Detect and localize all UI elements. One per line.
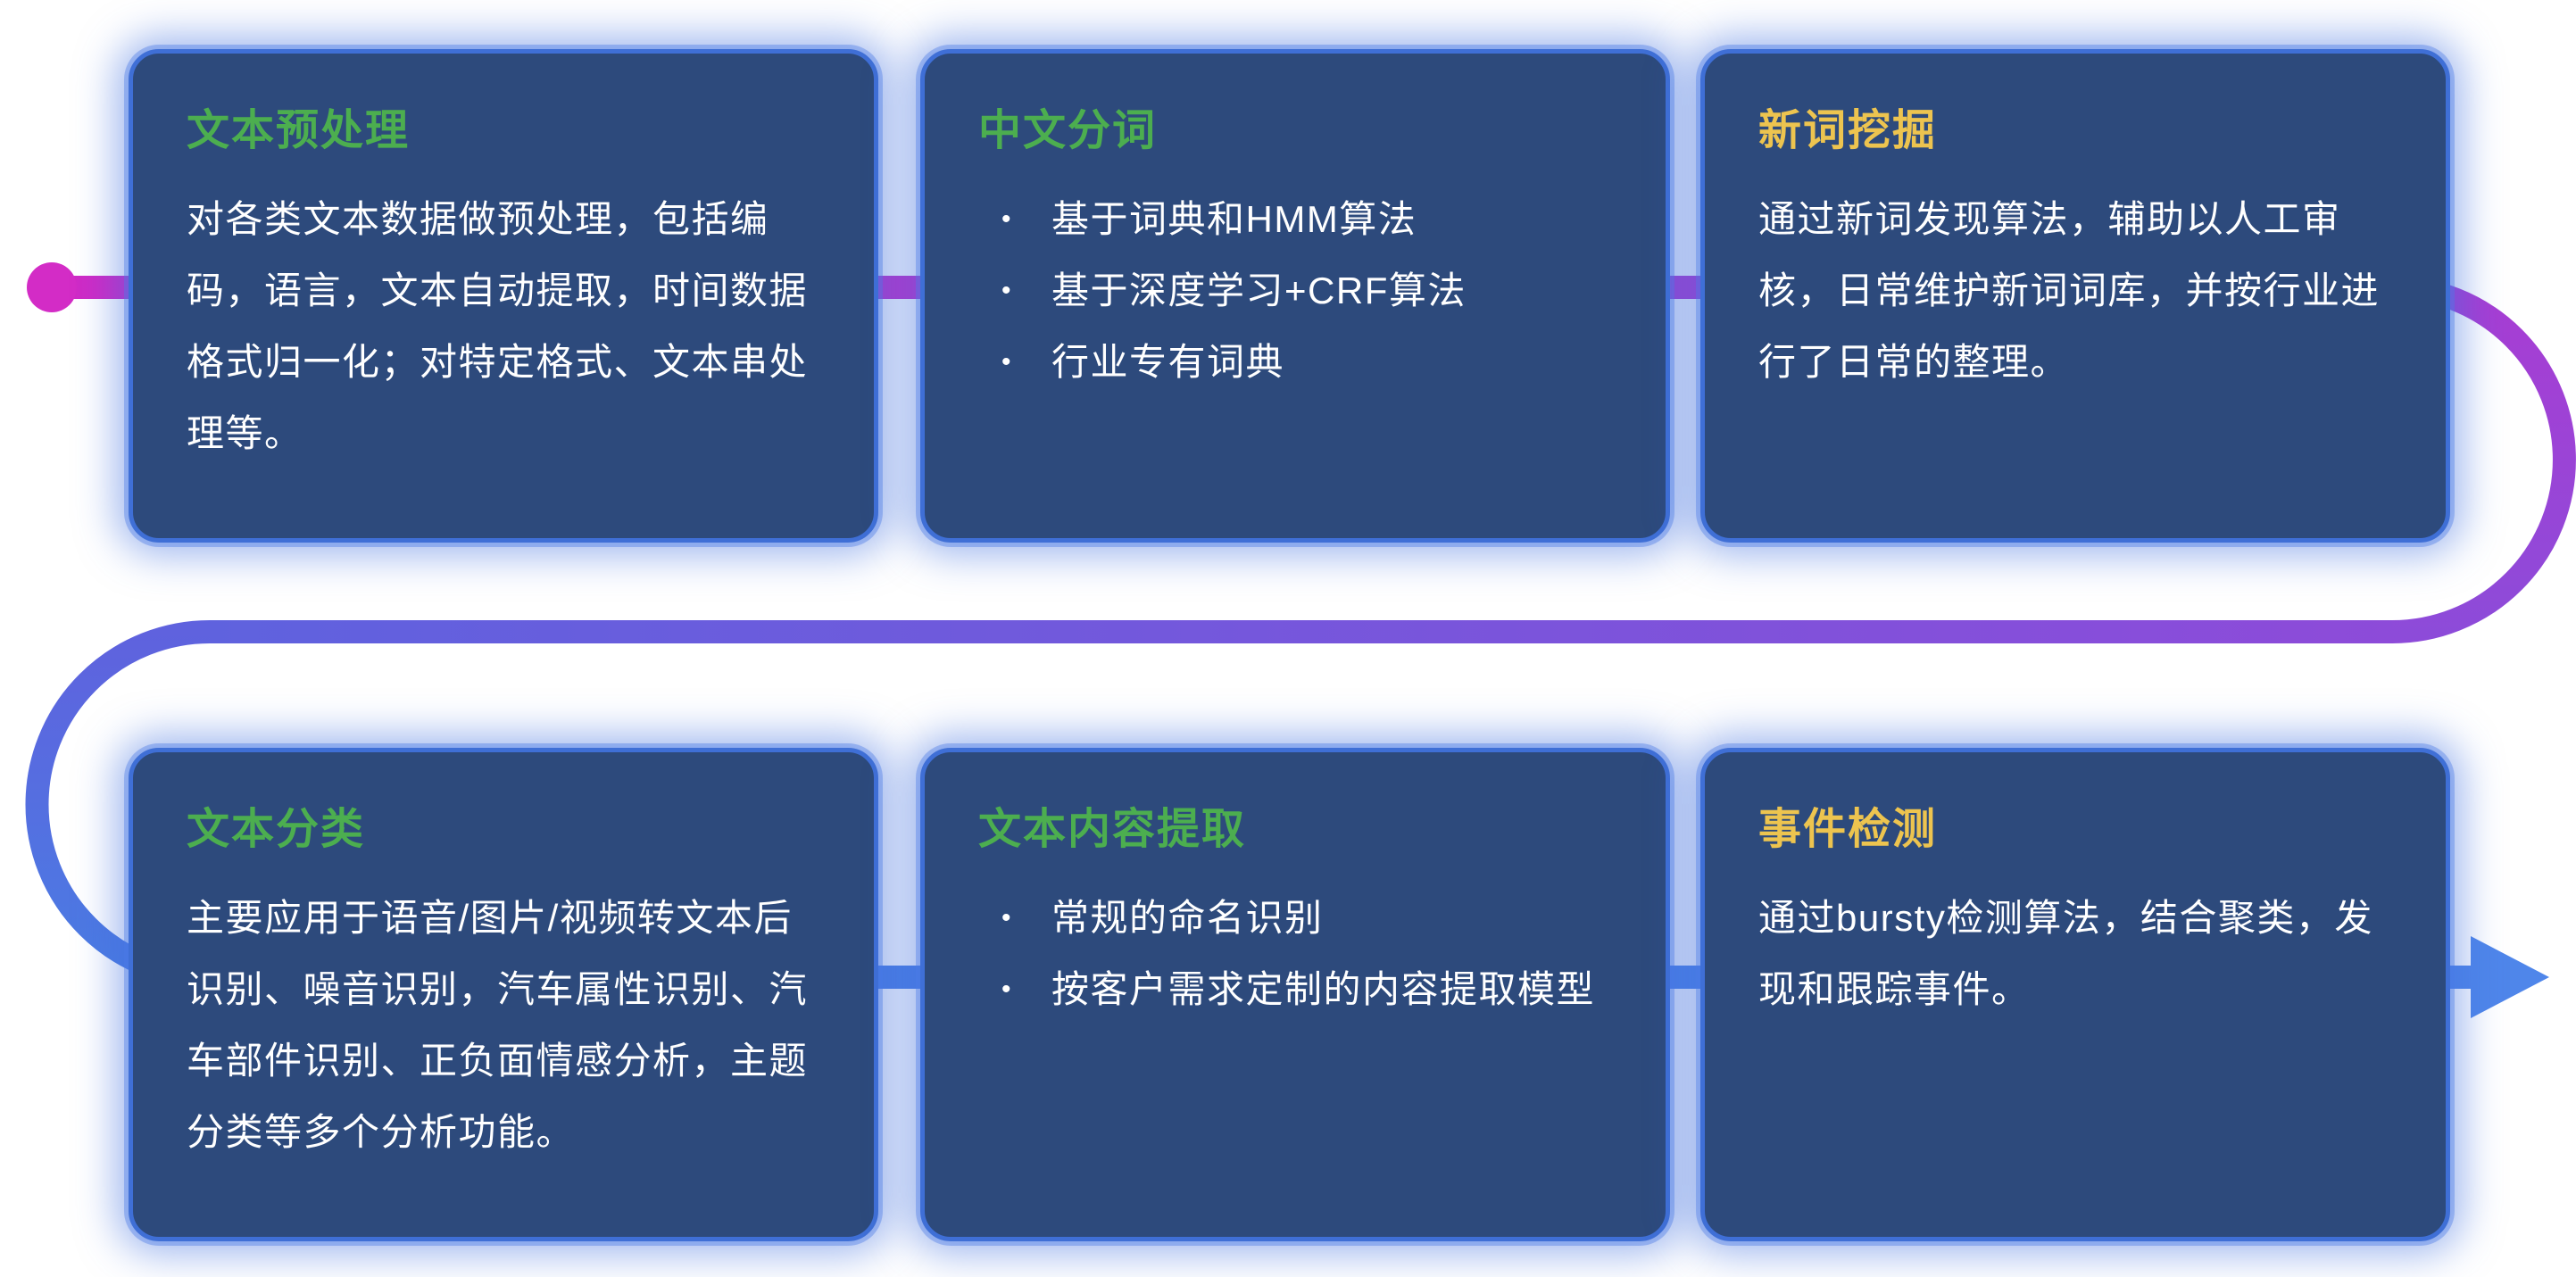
card-title: 文本分类 <box>187 806 366 853</box>
card-title: 新词挖掘 <box>1758 107 1938 154</box>
bullet-icon: • <box>1001 347 1013 377</box>
list-item-text: 按客户需求定制的内容提取模型 <box>1051 968 1596 1010</box>
list-item-text: 基于词典和HMM算法 <box>1051 198 1417 240</box>
card-title: 文本内容提取 <box>978 806 1247 853</box>
card-body: 通过新词发现算法，辅助以人工审核，日常维护新词词库，并按行业进行了日常的整理。 <box>1758 198 2381 383</box>
card-title: 中文分词 <box>978 107 1158 154</box>
list-item-text: 基于深度学习+CRF算法 <box>1051 269 1467 311</box>
bullet-icon: • <box>1001 276 1013 305</box>
card-body: 对各类文本数据做预处理，包括编码，语言，文本自动提取，时间数据格式归一化；对特定… <box>187 198 809 454</box>
card-text-classification: 文本分类 主要应用于语音/图片/视频转文本后识别、噪音识别，汽车属性识别、汽车部… <box>129 748 878 1241</box>
card-chinese-word-segmentation: 中文分词 • 基于词典和HMM算法 • 基于深度学习+CRF算法 • 行业专有词… <box>920 49 1670 543</box>
card-title: 文本预处理 <box>187 107 411 154</box>
card-body: 通过bursty检测算法，结合聚类，发现和跟踪事件。 <box>1758 897 2373 1010</box>
list-item: • 基于词典和HMM算法 <box>1001 184 1619 255</box>
list-item: • 按客户需求定制的内容提取模型 <box>1001 954 1619 1025</box>
flow-arrow-icon <box>2471 936 2549 1018</box>
flow-segment-right-curve <box>2391 276 2576 643</box>
card-text-preprocessing: 文本预处理 对各类文本数据做预处理，包括编码，语言，文本自动提取，时间数据格式归… <box>129 49 878 543</box>
card-text-content-extraction: 文本内容提取 • 常规的命名识别 • 按客户需求定制的内容提取模型 <box>920 748 1670 1241</box>
list-item: • 常规的命名识别 <box>1001 883 1619 954</box>
bullet-icon: • <box>1001 974 1013 1004</box>
list-item: • 行业专有词典 <box>1001 327 1619 398</box>
card-bullet-list: • 常规的命名识别 • 按客户需求定制的内容提取模型 <box>978 883 1619 1025</box>
bullet-icon: • <box>1001 903 1013 933</box>
card-body: 主要应用于语音/图片/视频转文本后识别、噪音识别，汽车属性识别、汽车部件识别、正… <box>187 897 809 1153</box>
card-title: 事件检测 <box>1758 806 1938 853</box>
card-new-word-mining: 新词挖掘 通过新词发现算法，辅助以人工审核，日常维护新词词库，并按行业进行了日常… <box>1700 49 2450 543</box>
card-bullet-list: • 基于词典和HMM算法 • 基于深度学习+CRF算法 • 行业专有词典 <box>978 184 1619 398</box>
list-item: • 基于深度学习+CRF算法 <box>1001 255 1619 327</box>
flow-start-dot-icon <box>27 262 77 312</box>
list-item-text: 行业专有词典 <box>1051 341 1285 383</box>
list-item-text: 常规的命名识别 <box>1051 897 1324 939</box>
card-event-detection: 事件检测 通过bursty检测算法，结合聚类，发现和跟踪事件。 <box>1700 748 2450 1241</box>
bullet-icon: • <box>1001 204 1013 234</box>
